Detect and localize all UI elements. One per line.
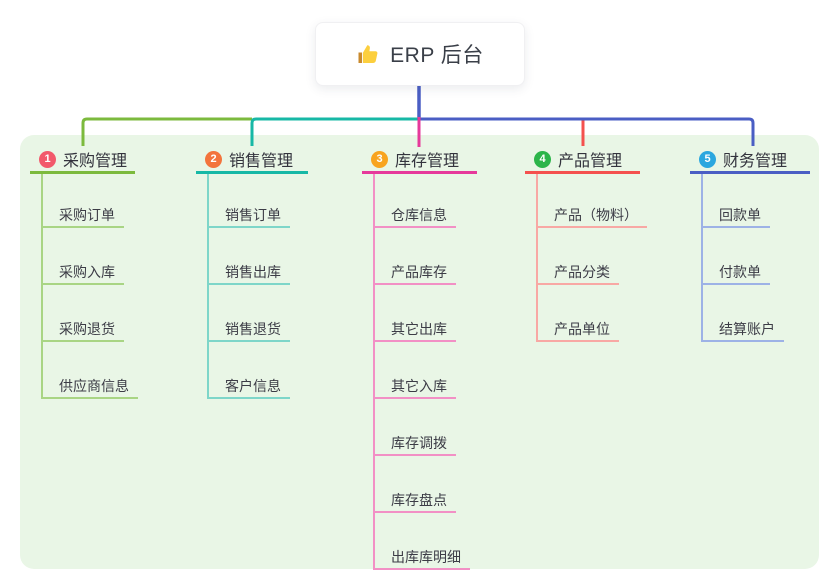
branch-title: 库存管理 xyxy=(395,153,460,170)
tree-node[interactable]: 采购订单 xyxy=(43,174,124,228)
branch-sales: 2 销售管理 销售订单 销售出库 销售退货 客户信息 xyxy=(196,147,308,399)
root-node-erp[interactable]: ERP 后台 xyxy=(315,22,525,86)
branch-header-product[interactable]: 4 产品管理 xyxy=(525,147,640,174)
branch-header-inventory[interactable]: 3 库存管理 xyxy=(362,147,477,174)
tree-node[interactable]: 回款单 xyxy=(703,174,770,228)
branch-number-badge: 3 xyxy=(371,150,388,168)
branch-product: 4 产品管理 产品（物料） 产品分类 产品单位 xyxy=(525,147,647,342)
tree-node[interactable]: 结算账户 xyxy=(703,285,784,342)
branch-number-badge: 5 xyxy=(699,150,716,168)
tree-node[interactable]: 出库库明细 xyxy=(375,513,470,570)
tree-node[interactable]: 产品（物料） xyxy=(538,174,647,228)
branch-inventory: 3 库存管理 仓库信息 产品库存 其它出库 其它入库 库存调拨 库存盘点 出库库… xyxy=(362,147,477,570)
canvas-card xyxy=(20,135,819,569)
branch-finance: 5 财务管理 回款单 付款单 结算账户 xyxy=(690,147,810,342)
tree-node[interactable]: 产品单位 xyxy=(538,285,619,342)
branch-children: 产品（物料） 产品分类 产品单位 xyxy=(536,174,647,342)
tree-node[interactable]: 其它出库 xyxy=(375,285,456,342)
branch-number-badge: 4 xyxy=(534,150,551,168)
tree-node[interactable]: 采购入库 xyxy=(43,228,124,285)
tree-node[interactable]: 产品库存 xyxy=(375,228,456,285)
tree-node[interactable]: 产品分类 xyxy=(538,228,619,285)
branch-number-badge: 1 xyxy=(39,150,56,168)
tree-node[interactable]: 供应商信息 xyxy=(43,342,138,399)
tree-node[interactable]: 销售订单 xyxy=(209,174,290,228)
branch-title: 产品管理 xyxy=(558,153,623,170)
tree-node[interactable]: 销售出库 xyxy=(209,228,290,285)
branch-header-sales[interactable]: 2 销售管理 xyxy=(196,147,308,174)
branch-number-badge: 2 xyxy=(205,150,222,168)
branch-title: 销售管理 xyxy=(229,153,294,170)
tree-node[interactable]: 仓库信息 xyxy=(375,174,456,228)
tree-node[interactable]: 客户信息 xyxy=(209,342,290,399)
branch-children: 销售订单 销售出库 销售退货 客户信息 xyxy=(207,174,308,399)
root-node-label: ERP 后台 xyxy=(390,44,484,67)
tree-node[interactable]: 库存调拨 xyxy=(375,399,456,456)
branch-header-finance[interactable]: 5 财务管理 xyxy=(690,147,810,174)
tree-node[interactable]: 采购退货 xyxy=(43,285,124,342)
branch-procurement: 1 采购管理 采购订单 采购入库 采购退货 供应商信息 xyxy=(30,147,138,399)
tree-node[interactable]: 销售退货 xyxy=(209,285,290,342)
tree-node[interactable]: 库存盘点 xyxy=(375,456,456,513)
branch-children: 仓库信息 产品库存 其它出库 其它入库 库存调拨 库存盘点 出库库明细 xyxy=(373,174,477,570)
thumbs-up-icon xyxy=(358,45,378,63)
branch-title: 采购管理 xyxy=(63,153,128,170)
branch-children: 采购订单 采购入库 采购退货 供应商信息 xyxy=(41,174,138,399)
tree-node[interactable]: 付款单 xyxy=(703,228,770,285)
branch-header-procurement[interactable]: 1 采购管理 xyxy=(30,147,135,174)
branch-children: 回款单 付款单 结算账户 xyxy=(701,174,810,342)
branch-title: 财务管理 xyxy=(723,153,788,170)
tree-node[interactable]: 其它入库 xyxy=(375,342,456,399)
